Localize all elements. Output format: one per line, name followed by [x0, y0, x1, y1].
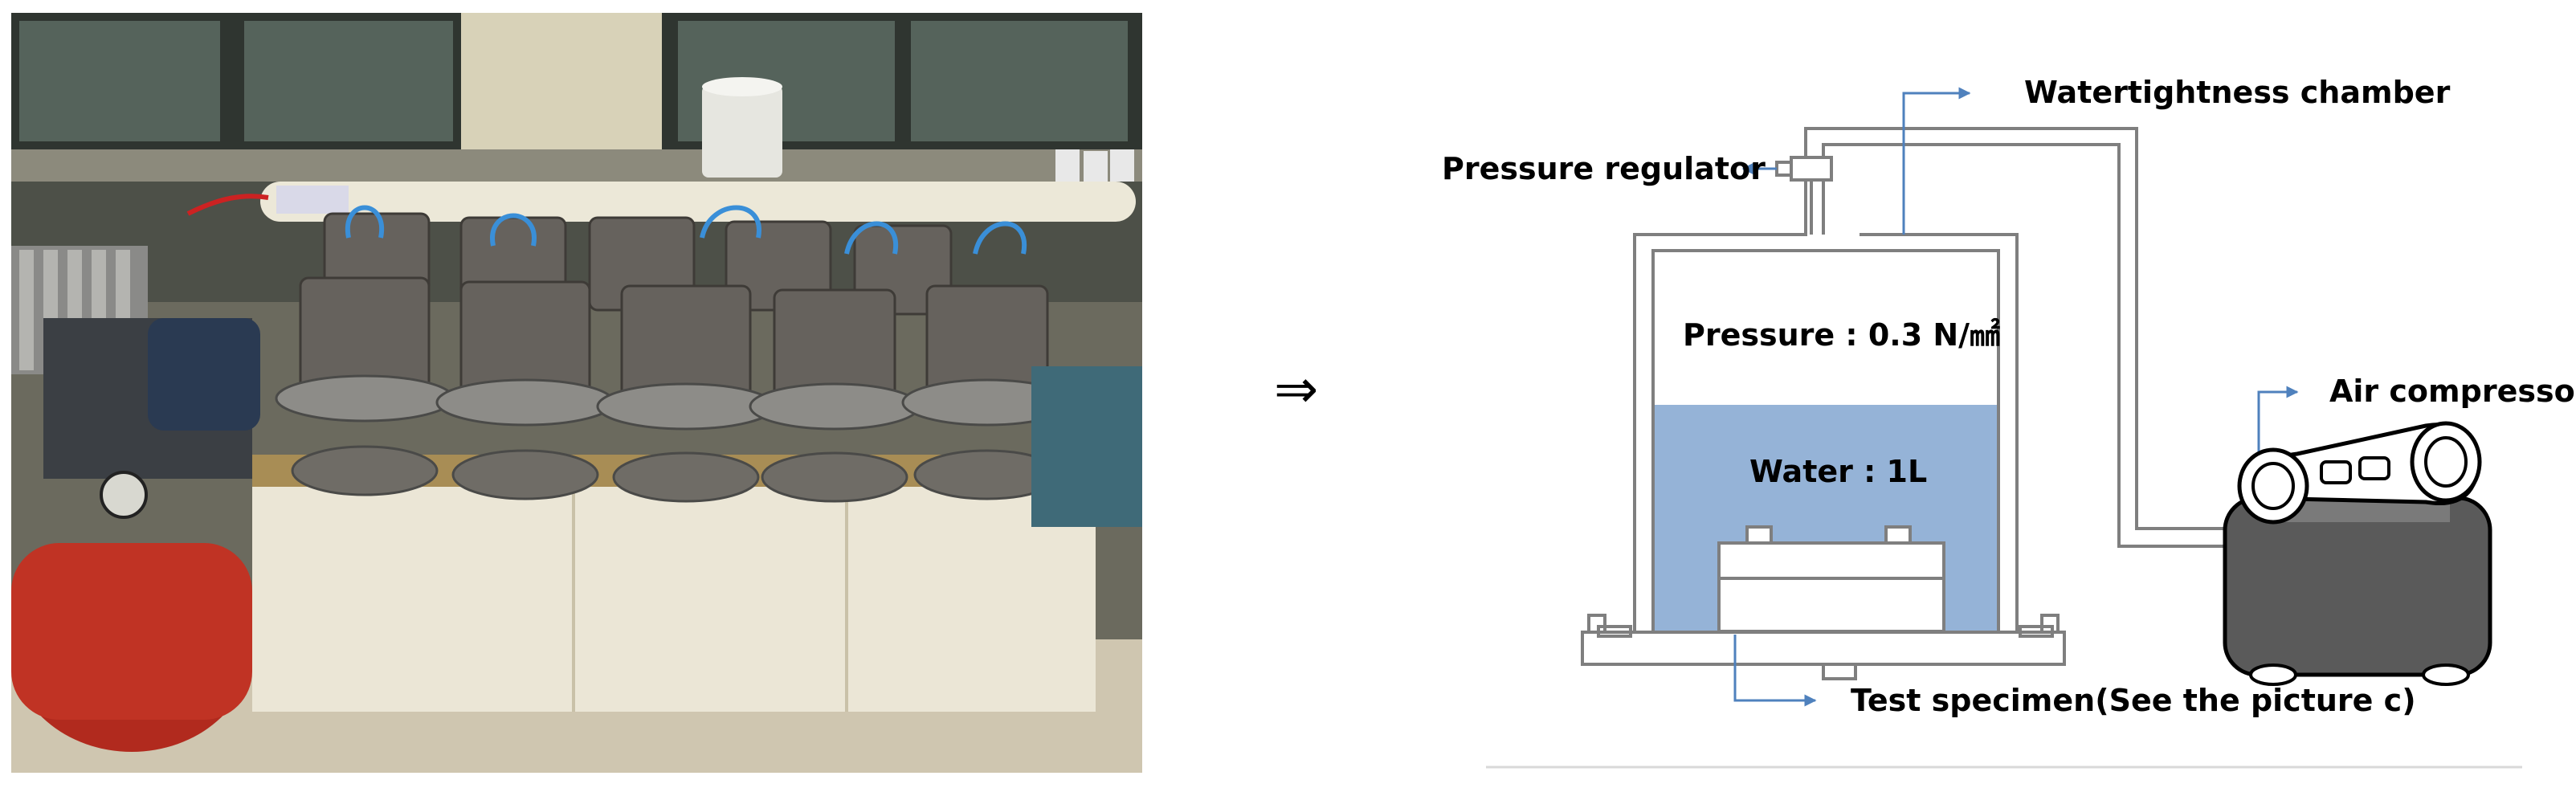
- photo-hoses: [186, 194, 1027, 255]
- photo-base-plates: [275, 374, 1073, 503]
- pressure-regulator-valve: [1775, 156, 1833, 235]
- label-watertightness-chamber: Watertightness chamber: [2024, 75, 2451, 110]
- photo-vessels: [299, 212, 1049, 400]
- window-left: [11, 13, 461, 149]
- photo-pipe: [260, 182, 1136, 222]
- label-test-specimen: Test specimen(See the picture c): [1851, 683, 2416, 718]
- label-pressure: Pressure : 0.3 N/㎟: [1683, 317, 2000, 353]
- apparatus-photo: [11, 13, 1142, 773]
- label-water: Water : 1L: [1749, 454, 1927, 489]
- label-air-compressor: Air compressor: [2329, 374, 2576, 409]
- air-supply-line: [1806, 127, 2233, 548]
- label-pressure-regulator: Pressure regulator: [1442, 151, 1766, 186]
- schematic-diagram: Watertightness chamber Pressure regulato…: [1442, 75, 2576, 769]
- flow-arrow: ⇒: [1274, 358, 1319, 420]
- photo-air-compressor: [11, 318, 260, 752]
- pointer-arrows: [1733, 87, 2299, 707]
- test-specimen: [1717, 525, 1945, 633]
- air-compressor-icon: [2223, 421, 2492, 686]
